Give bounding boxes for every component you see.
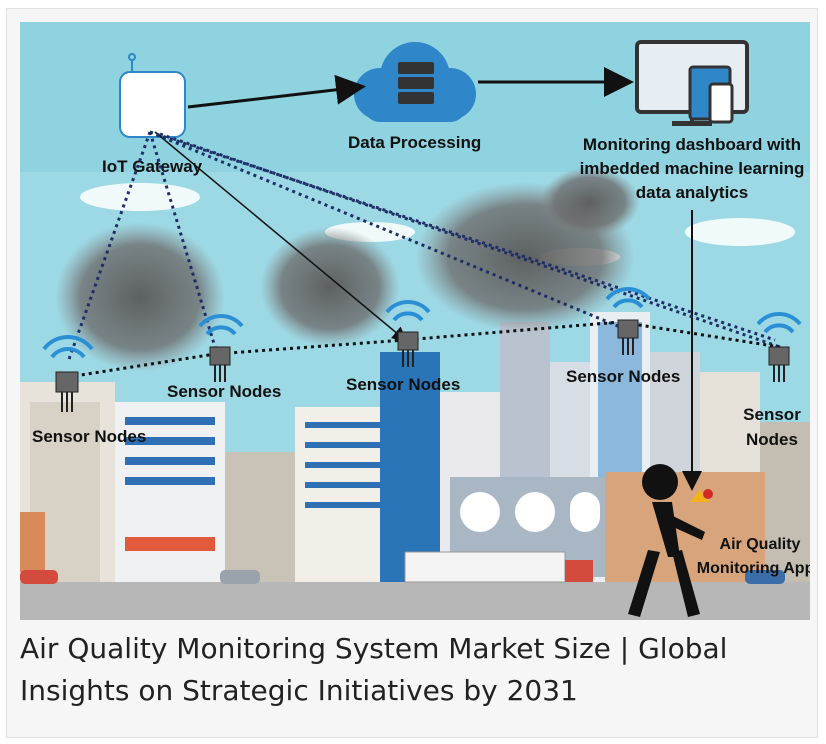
dashboard-label: Monitoring dashboard with imbedded machi… [580, 135, 805, 202]
iot-diagram-figure: IoT Gateway Data Processing Monitoring d… [20, 22, 810, 620]
gateway-to-cloud-arrow [187, 74, 366, 109]
gateway-to-node3-arrow [154, 131, 408, 342]
figure-caption: Air Quality Monitoring System Market Siz… [20, 628, 800, 712]
caption-line-1: Air Quality Monitoring System Market Siz… [20, 632, 728, 665]
sensor-label-1: Sensor Nodes [32, 427, 146, 446]
pollution-smoke [55, 167, 640, 372]
sensor-node-icon [756, 311, 802, 382]
iot-gateway-icon [119, 53, 186, 138]
person-with-phone-icon [628, 464, 713, 617]
sensor-label-3: Sensor Nodes [346, 375, 460, 394]
sensor-node-icon [198, 313, 244, 382]
caption-line-2: Insights on Strategic Initiatives by 203… [20, 674, 578, 707]
gateway-label: IoT Gateway [102, 157, 203, 176]
apps-label-line-2: Monitoring Apps [697, 560, 810, 577]
dashboard-label-line-1: Monitoring dashboard with [583, 135, 801, 154]
vehicles [20, 551, 785, 584]
sensor-node-icon [42, 335, 94, 412]
processing-label: Data Processing [348, 133, 481, 152]
apps-label-line-1: Air Quality [720, 536, 801, 553]
sensor-label-4: Sensor Nodes [566, 367, 680, 386]
road [20, 582, 810, 620]
sensor-label-5-line-1: Sensor [743, 405, 801, 424]
apps-label: Air Quality Monitoring Apps [697, 536, 810, 577]
city-skyline [20, 312, 810, 597]
cloud-server-icon [354, 42, 476, 122]
sensor-node-icon [605, 286, 651, 355]
sensor-label-5-line-2: Nodes [746, 430, 798, 449]
dashboard-label-line-3: data analytics [636, 183, 748, 202]
node-chain-link [67, 320, 781, 379]
gateway-node-links [66, 130, 781, 363]
dashboard-label-line-2: imbedded machine learning [580, 159, 805, 178]
dashboard-devices-icon [635, 40, 749, 126]
sensor-node-icon [385, 299, 431, 367]
sensor-label-2: Sensor Nodes [167, 382, 281, 401]
